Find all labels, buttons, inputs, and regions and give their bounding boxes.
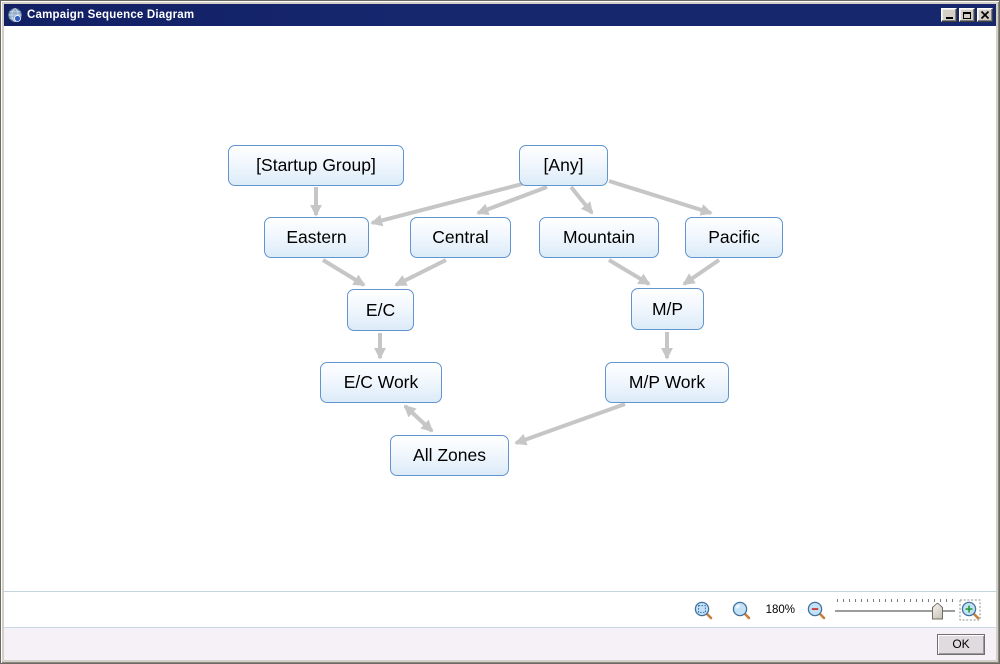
titlebar: Campaign Sequence Diagram (4, 4, 996, 26)
node-mp-work[interactable]: M/P Work (605, 362, 729, 403)
edge-any-to-central (476, 185, 548, 216)
node-pacific[interactable]: Pacific (685, 217, 783, 258)
node-ec[interactable]: E/C (347, 289, 414, 331)
diagram-edges (310, 179, 721, 446)
node-eastern[interactable]: Eastern (264, 217, 369, 258)
zoom-in-icon (959, 599, 981, 620)
zoom-icon (732, 601, 750, 619)
minimize-icon (945, 17, 953, 19)
edge-mp-work-to-all-zones (514, 402, 626, 446)
node-mountain[interactable]: Mountain (539, 217, 659, 258)
fit-zoom-icon (694, 601, 712, 619)
slider-ticks (837, 598, 953, 602)
slider-track[interactable] (835, 609, 955, 612)
globe-icon (7, 7, 23, 23)
edge-any-to-eastern (370, 182, 523, 227)
edge-any-to-mountain (569, 185, 594, 215)
zoom-out-icon (807, 601, 826, 619)
close-button[interactable] (977, 8, 993, 22)
zoom-in-button[interactable] (959, 599, 981, 621)
window-controls (941, 8, 993, 22)
dialog-footer: OK (4, 627, 996, 660)
edge-pacific-to-mp (682, 258, 721, 286)
edge-mountain-to-mp (607, 258, 651, 286)
window-title: Campaign Sequence Diagram (27, 8, 195, 21)
node-all-zones[interactable]: All Zones (390, 435, 509, 476)
node-startup-group[interactable]: [Startup Group] (228, 145, 404, 186)
node-mp[interactable]: M/P (631, 288, 704, 330)
zoom-level-value: 180% (765, 603, 795, 616)
zoom-toolbar: 180% (4, 591, 996, 627)
minimize-button[interactable] (941, 8, 957, 22)
fit-zoom-button[interactable] (692, 599, 714, 621)
node-ec-work[interactable]: E/C Work (320, 362, 442, 403)
diagram-canvas[interactable]: [Startup Group] [Any] Eastern Central Mounta… (4, 26, 996, 591)
edge-any-to-pacific (608, 179, 713, 216)
edge-ec-work-to-all-zones (403, 404, 434, 433)
zoom-slider[interactable] (835, 597, 955, 623)
slider-thumb[interactable] (932, 602, 943, 620)
node-any[interactable]: [Any] (519, 145, 608, 186)
edge-eastern-to-ec (321, 258, 366, 287)
maximize-icon (963, 11, 971, 19)
maximize-button[interactable] (959, 8, 975, 22)
zoom-button[interactable] (730, 599, 752, 621)
edge-central-to-ec (394, 258, 447, 287)
close-icon (981, 11, 989, 19)
zoom-out-button[interactable] (805, 599, 827, 621)
ok-button[interactable]: OK (937, 633, 985, 655)
node-central[interactable]: Central (410, 217, 511, 258)
